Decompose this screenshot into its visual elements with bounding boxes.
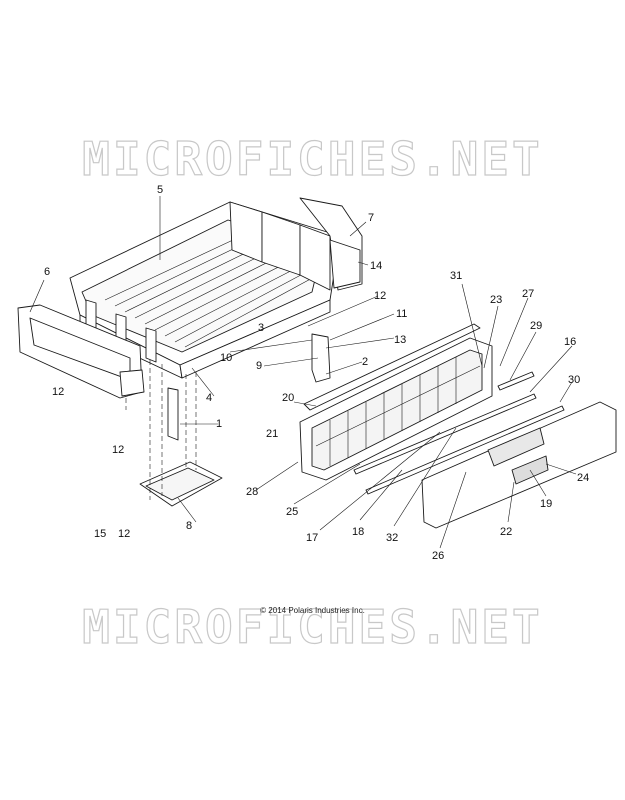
copyright-text: © 2014 Polaris Industries Inc. bbox=[260, 606, 365, 615]
callout-label: 18 bbox=[352, 526, 365, 538]
callout-label: 17 bbox=[306, 532, 319, 544]
skid-plate bbox=[139, 461, 223, 507]
callout-label: 25 bbox=[286, 506, 299, 518]
callout-label: 11 bbox=[396, 308, 408, 320]
callout-label: 31 bbox=[450, 270, 463, 282]
watermark-bottom: MICROFICHES.NET bbox=[82, 599, 543, 654]
callout-label: 9 bbox=[256, 360, 263, 372]
callout-label: 24 bbox=[577, 472, 590, 484]
tailgate-outer-panel bbox=[421, 401, 617, 529]
callout-label: 22 bbox=[500, 526, 513, 538]
callout-label: 27 bbox=[522, 288, 535, 300]
tailgate-rods bbox=[353, 371, 565, 495]
callout-label: 1 bbox=[216, 418, 223, 430]
tailgate-top-rail bbox=[303, 323, 481, 411]
watermark-top: MICROFICHES.NET bbox=[82, 131, 543, 186]
leader-lines bbox=[29, 196, 577, 549]
callout-label: 7 bbox=[368, 212, 375, 224]
callout-label: 16 bbox=[564, 336, 577, 348]
callout-label: 6 bbox=[44, 266, 51, 278]
callout-label: 14 bbox=[370, 260, 383, 272]
callout-label: 10 bbox=[220, 352, 233, 364]
callout-label: 12 bbox=[374, 290, 387, 302]
callout-label: 13 bbox=[394, 334, 407, 346]
callout-label: 32 bbox=[386, 532, 399, 544]
callout-label: 30 bbox=[568, 374, 581, 386]
front-panel bbox=[17, 304, 145, 399]
callout-label: 12 bbox=[118, 528, 131, 540]
callout-label: 28 bbox=[246, 486, 259, 498]
callout-label: 12 bbox=[52, 386, 65, 398]
callout-label: 5 bbox=[157, 184, 164, 196]
callout-label: 19 bbox=[540, 498, 553, 510]
tailgate-inner-frame bbox=[299, 337, 493, 481]
callout-label: 29 bbox=[530, 320, 543, 332]
callout-label: 15 bbox=[94, 528, 107, 540]
callout-label: 26 bbox=[432, 550, 445, 562]
callout-label: 8 bbox=[186, 520, 193, 532]
callout-label: 20 bbox=[282, 392, 295, 404]
callout-label: 12 bbox=[112, 444, 125, 456]
cargo-box-tub bbox=[69, 197, 363, 379]
support-brackets bbox=[167, 333, 331, 441]
callout-label: 2 bbox=[362, 356, 369, 368]
callout-label: 4 bbox=[206, 392, 213, 404]
callout-label: 3 bbox=[258, 322, 265, 334]
callout-label: 21 bbox=[266, 428, 279, 440]
callout-label: 23 bbox=[490, 294, 503, 306]
